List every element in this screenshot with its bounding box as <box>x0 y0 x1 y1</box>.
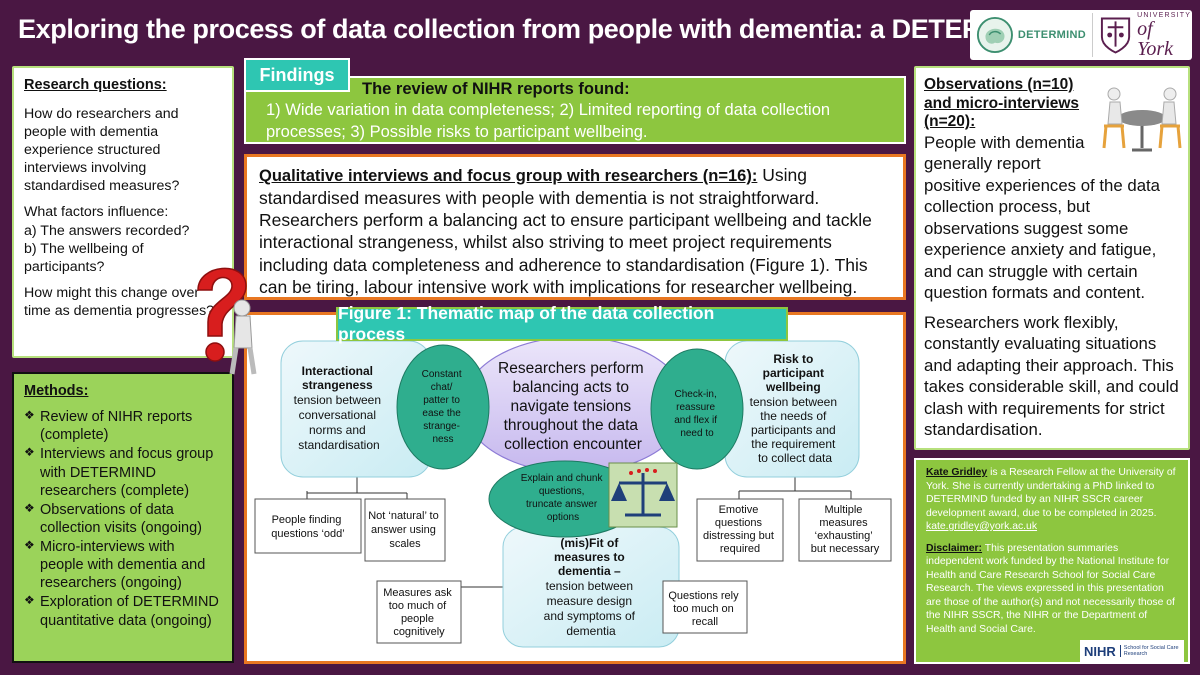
determind-logo: DETERMIND <box>976 12 1086 58</box>
theme-text-misfit-of-measures: (mis)Fit of measures to dementia – tensi… <box>544 536 639 638</box>
brain-icon <box>976 16 1013 54</box>
subtheme-box <box>376 580 462 644</box>
methods-item: Observations of data collection visits (… <box>24 501 222 537</box>
research-question-3: How might this change over time as demen… <box>24 285 215 320</box>
theme-text-interactional-strangeness: Interactional strangeness tension betwee… <box>294 364 385 452</box>
methods-item: Exploration of DETERMIND quantitative da… <box>24 593 222 629</box>
strategy-text-explain-and-chunk: Explain and chunk questions, truncate an… <box>521 473 606 523</box>
findings-heading: The review of NIHR reports found: <box>362 80 630 98</box>
methods-item: Interviews and focus group with DETERMIN… <box>24 445 222 499</box>
subtheme-text: Measures ask too much of people cognitiv… <box>383 587 455 638</box>
figure-title: Figure 1: Thematic map of the data colle… <box>336 303 788 344</box>
subtheme-text: Multiple measures ‘exhausting’ but neces… <box>811 504 880 555</box>
research-questions-panel: Research questions: How do researchers a… <box>12 66 234 358</box>
findings-text: 1) Wide variation in data completeness; … <box>266 101 831 141</box>
findings-panel: The review of NIHR reports found: 1) Wid… <box>244 76 906 144</box>
disclaimer-heading: Disclaimer: <box>926 542 983 554</box>
subtheme-box <box>662 580 748 634</box>
subtheme-box <box>254 498 362 554</box>
research-question-1: How do researchers and people with demen… <box>24 105 180 195</box>
balance-scales-icon <box>608 462 678 528</box>
findings-tab: Findings <box>244 58 350 92</box>
crest-icon <box>1100 17 1131 54</box>
observations-text-1: People with dementia generally report po… <box>924 132 1161 303</box>
subtheme-text: Questions rely too much on recall <box>668 590 741 628</box>
qualitative-heading: Qualitative interviews and focus group w… <box>259 167 758 185</box>
qualitative-panel: Qualitative interviews and focus group w… <box>244 154 906 300</box>
subtheme-text: Not ‘natural’ to answer using scales <box>368 510 442 550</box>
author-bio: Kate Gridley is a Research Fellow at the… <box>926 467 1176 533</box>
methods-list: Review of NIHR reports (complete) Interv… <box>24 408 222 630</box>
york-logo: UNIVERSITY of York <box>1092 12 1192 59</box>
methods-heading: Methods: <box>24 383 89 399</box>
thematic-map: Researchers perform balancing acts to na… <box>254 336 892 648</box>
question-mark-person-icon <box>197 267 257 375</box>
subtheme-box <box>798 498 892 562</box>
research-questions-heading: Research questions: <box>24 77 167 93</box>
subtheme-box <box>364 498 446 562</box>
subtheme-box <box>696 498 784 562</box>
research-question-2: What factors influence: a) The answers r… <box>24 204 190 275</box>
strategy-circle-check-in <box>650 348 744 470</box>
poster-title: Exploring the process of data collection… <box>18 14 1109 44</box>
author-name: Kate Gridley <box>926 467 988 478</box>
qualitative-text: Using standardised measures with people … <box>259 165 872 297</box>
theme-text-risk-to-wellbeing: Risk to participant wellbeing tension be… <box>750 352 841 465</box>
author-bio-panel: Kate Gridley is a Research Fellow at the… <box>914 458 1190 664</box>
methods-panel: Methods: Review of NIHR reports (complet… <box>12 372 234 663</box>
people-at-table-icon <box>1102 87 1182 152</box>
observations-panel: Observations (n=10) and micro-interviews… <box>914 66 1190 450</box>
subtheme-text: Emotive questions distressing but requir… <box>703 504 777 555</box>
methods-item: Review of NIHR reports (complete) <box>24 408 222 444</box>
methods-item: Micro-interviews with people with dement… <box>24 538 222 592</box>
observations-heading: Observations (n=10) and micro-interviews… <box>924 76 1080 131</box>
nihr-logo: NIHR School for Social Care Research <box>1080 640 1184 662</box>
strategy-circle-constant-chat <box>396 344 490 470</box>
disclaimer: Disclaimer: This presentation summaries … <box>926 542 1175 635</box>
subtheme-text: People finding questions ‘odd’ <box>271 514 344 540</box>
central-theme-text: Researchers perform balancing acts to na… <box>498 360 648 453</box>
strategy-text-constant-chat: Constant chat/ patter to ease the strang… <box>422 369 465 445</box>
author-email-link[interactable]: kate.gridley@york.ac.uk <box>926 521 1038 533</box>
logo-bar: DETERMIND UNIVERSITY of York <box>970 10 1192 60</box>
strategy-text-check-in: Check-in, reassure and flex if need to <box>674 389 720 439</box>
observations-text-2: Researchers work flexibly, constantly ev… <box>924 312 1179 440</box>
